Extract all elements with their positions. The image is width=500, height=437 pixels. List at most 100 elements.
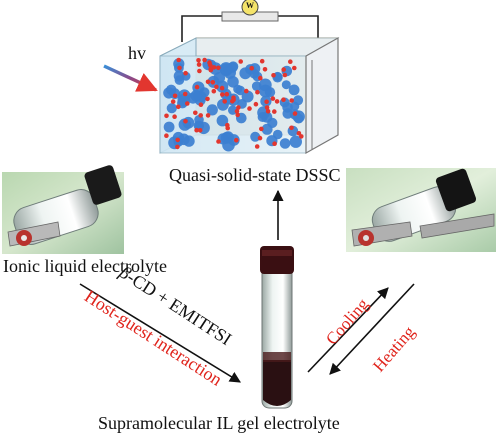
ionic-liquid-label: Ionic liquid electrolyte bbox=[3, 256, 167, 276]
right-electrode-plate bbox=[305, 36, 339, 155]
dye-molecule bbox=[172, 93, 178, 99]
tio2-particle bbox=[219, 62, 233, 75]
tio2-particle bbox=[288, 84, 300, 96]
ionic-liquid-photo bbox=[2, 165, 124, 254]
dye-molecule bbox=[198, 102, 204, 107]
gel-label: Supramolecular IL gel electrolyte bbox=[98, 413, 340, 433]
tio2-particle bbox=[259, 84, 272, 98]
dye-molecule bbox=[255, 89, 260, 95]
dye-molecule bbox=[214, 84, 219, 90]
dye-molecule bbox=[254, 144, 260, 149]
tio2-particle bbox=[267, 117, 278, 128]
dye-molecule bbox=[164, 113, 169, 119]
dye-molecule bbox=[216, 139, 221, 144]
arrow-heating bbox=[329, 283, 415, 375]
dye-molecule bbox=[185, 101, 190, 106]
dye-molecule bbox=[299, 134, 304, 139]
tio2-particle bbox=[289, 135, 302, 148]
dye-molecule bbox=[216, 65, 221, 71]
dye-molecule bbox=[288, 59, 293, 64]
dye-molecule bbox=[172, 114, 177, 119]
dye-molecule bbox=[231, 97, 236, 103]
dye-molecule bbox=[258, 75, 263, 81]
dye-molecule bbox=[270, 96, 276, 101]
bulb-label: W bbox=[246, 1, 254, 10]
dye-molecule bbox=[205, 96, 210, 102]
dye-molecule bbox=[208, 66, 213, 72]
dye-molecule bbox=[292, 65, 297, 71]
dye-molecule bbox=[238, 59, 243, 64]
dye-molecule bbox=[205, 79, 211, 85]
dye-molecule bbox=[234, 137, 239, 143]
dye-molecule bbox=[274, 99, 280, 104]
dye-molecule bbox=[244, 88, 249, 94]
tio2-particle bbox=[281, 80, 291, 90]
tio2-particle bbox=[239, 67, 252, 80]
tio2-particle bbox=[174, 75, 185, 85]
hv-label: hv bbox=[128, 43, 146, 63]
dye-molecule bbox=[292, 111, 298, 116]
dye-molecule bbox=[177, 65, 182, 71]
dye-molecule bbox=[281, 67, 287, 72]
tio2-particle bbox=[178, 118, 191, 131]
dye-molecule bbox=[262, 67, 268, 72]
tio2-particle bbox=[199, 87, 210, 98]
dye-molecule bbox=[198, 113, 203, 118]
dye-molecule bbox=[196, 58, 201, 63]
dye-molecule bbox=[264, 99, 269, 105]
dye-molecule bbox=[265, 109, 271, 114]
dye-molecule bbox=[176, 57, 181, 63]
external-circuit-wire bbox=[181, 15, 319, 42]
dye-molecule bbox=[170, 99, 176, 104]
tio2-particle bbox=[183, 135, 195, 147]
gel-sol-transition-photo bbox=[346, 168, 496, 252]
dye-molecule bbox=[211, 88, 217, 94]
dye-molecule bbox=[247, 106, 252, 111]
tio2-particle bbox=[241, 90, 254, 103]
tio2-particle bbox=[228, 105, 238, 115]
dye-molecule bbox=[194, 84, 200, 90]
arrow-ionic-to-gel bbox=[79, 283, 241, 383]
dye-molecule bbox=[272, 109, 277, 114]
dye-molecule bbox=[219, 85, 225, 91]
tio2-particle bbox=[206, 104, 218, 116]
dye-molecule bbox=[224, 91, 230, 97]
sample-vial-icon bbox=[252, 244, 300, 412]
dye-molecule bbox=[282, 72, 288, 78]
dye-molecule bbox=[271, 73, 276, 78]
dye-molecule bbox=[210, 80, 216, 85]
dye-molecule bbox=[222, 99, 227, 104]
dye-molecule bbox=[264, 105, 270, 110]
dye-molecule bbox=[259, 126, 264, 132]
dye-molecule bbox=[225, 122, 230, 128]
dye-molecule bbox=[259, 58, 265, 64]
dye-molecule bbox=[236, 105, 241, 110]
dye-molecule bbox=[220, 92, 225, 97]
light-ray-arrow-icon bbox=[103, 64, 158, 92]
tio2-particle bbox=[250, 131, 261, 142]
tio2-particle bbox=[163, 121, 175, 133]
dye-molecule bbox=[281, 97, 286, 102]
dye-molecule bbox=[211, 65, 217, 70]
dye-molecule bbox=[175, 144, 180, 150]
tio2-particle bbox=[279, 138, 291, 149]
dye-molecule bbox=[234, 108, 240, 114]
dye-molecule bbox=[197, 68, 202, 74]
dye-particles bbox=[163, 57, 305, 152]
dye-molecule bbox=[193, 110, 198, 116]
dye-molecule bbox=[202, 57, 207, 63]
cell-title: Quasi-solid-state DSSC bbox=[169, 165, 341, 185]
dye-molecule bbox=[164, 133, 169, 138]
dye-molecule bbox=[253, 101, 259, 107]
dye-molecule bbox=[175, 137, 180, 143]
dye-molecule bbox=[194, 127, 199, 133]
arrow-cooling bbox=[307, 287, 389, 373]
dye-molecule bbox=[272, 141, 277, 146]
dye-molecule bbox=[176, 104, 181, 110]
dye-molecule bbox=[257, 135, 263, 141]
dye-molecule bbox=[183, 119, 188, 124]
dye-molecule bbox=[205, 113, 211, 118]
dye-molecule bbox=[183, 70, 188, 76]
light-bulb-icon bbox=[241, 0, 259, 16]
